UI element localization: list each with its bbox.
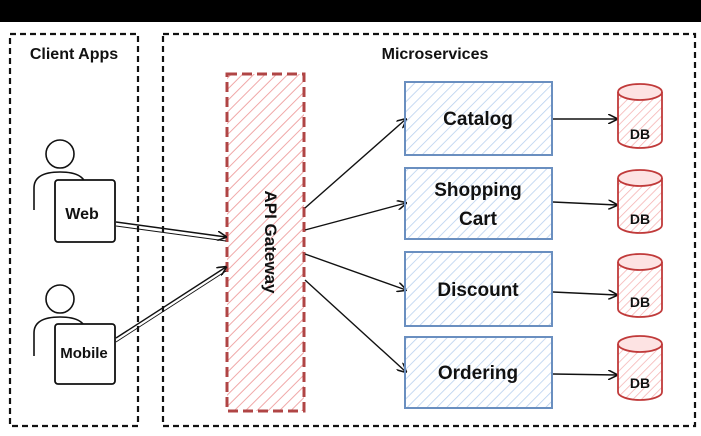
mobile-client: Mobile — [33, 284, 116, 385]
web-client: Web — [33, 139, 116, 243]
gateway-to-catalog-arrow — [304, 119, 406, 209]
api-gateway: API Gateway — [225, 72, 306, 413]
service-shopping-cart: Shopping Cart — [404, 167, 553, 240]
client-apps-group: Client Apps — [8, 32, 140, 428]
service-catalog: Catalog — [404, 81, 553, 156]
client-gateway-arrows — [115, 221, 227, 343]
db-discount: DB — [617, 253, 663, 318]
service-ordering: Ordering — [404, 336, 553, 409]
service-label-line-2: Cart — [459, 209, 498, 230]
client-apps-border — [8, 32, 140, 428]
database-icon — [617, 253, 663, 318]
db-label: DB — [630, 126, 650, 142]
web-device-box — [54, 179, 116, 243]
service-box — [404, 336, 553, 409]
db-shopping-cart: DB — [617, 169, 663, 234]
gateway-to-ordering-arrow — [304, 279, 406, 372]
service-label-line-1: Shopping — [434, 180, 522, 201]
mobile-to-gateway-arrow — [115, 267, 226, 339]
api-gateway-box — [225, 72, 306, 413]
diagram-svg: Client Apps Microservices Web Mobile API… — [8, 32, 697, 428]
discount-to-db-arrow — [552, 292, 617, 295]
database-icon — [617, 169, 663, 234]
service-label: Catalog — [443, 109, 513, 130]
cart-to-db-arrow — [552, 202, 617, 205]
db-label: DB — [630, 375, 650, 391]
service-box — [404, 167, 553, 240]
architecture-diagram: Client Apps Microservices Web Mobile API… — [0, 22, 701, 436]
web-to-gateway-arrow-stroke — [115, 225, 227, 242]
service-box — [404, 81, 553, 156]
gateway-service-arrows — [304, 119, 406, 372]
api-gateway-label: API Gateway — [261, 191, 280, 295]
service-box — [404, 251, 553, 327]
ordering-to-db-arrow — [552, 374, 617, 375]
service-discount: Discount — [404, 251, 553, 327]
database-icon — [617, 83, 663, 149]
mobile-to-gateway-arrow-stroke — [115, 270, 227, 343]
microservices-border — [161, 32, 697, 428]
mobile-label: Mobile — [60, 345, 108, 362]
web-to-gateway-arrow — [115, 221, 226, 237]
service-label: Ordering — [438, 363, 518, 384]
service-label: Discount — [437, 280, 519, 301]
microservices-title: Microservices — [382, 46, 489, 63]
db-ordering: DB — [617, 335, 663, 401]
gateway-to-cart-arrow — [304, 203, 406, 231]
service-db-arrows — [552, 119, 617, 375]
web-label: Web — [65, 206, 99, 223]
client-apps-title: Client Apps — [30, 46, 118, 63]
gateway-to-discount-arrow — [304, 253, 406, 290]
microservices-group: Microservices — [161, 32, 697, 428]
db-label: DB — [630, 211, 650, 227]
database-icon — [617, 335, 663, 401]
mobile-device-box — [54, 323, 116, 385]
db-catalog: DB — [617, 83, 663, 149]
db-label: DB — [630, 294, 650, 310]
